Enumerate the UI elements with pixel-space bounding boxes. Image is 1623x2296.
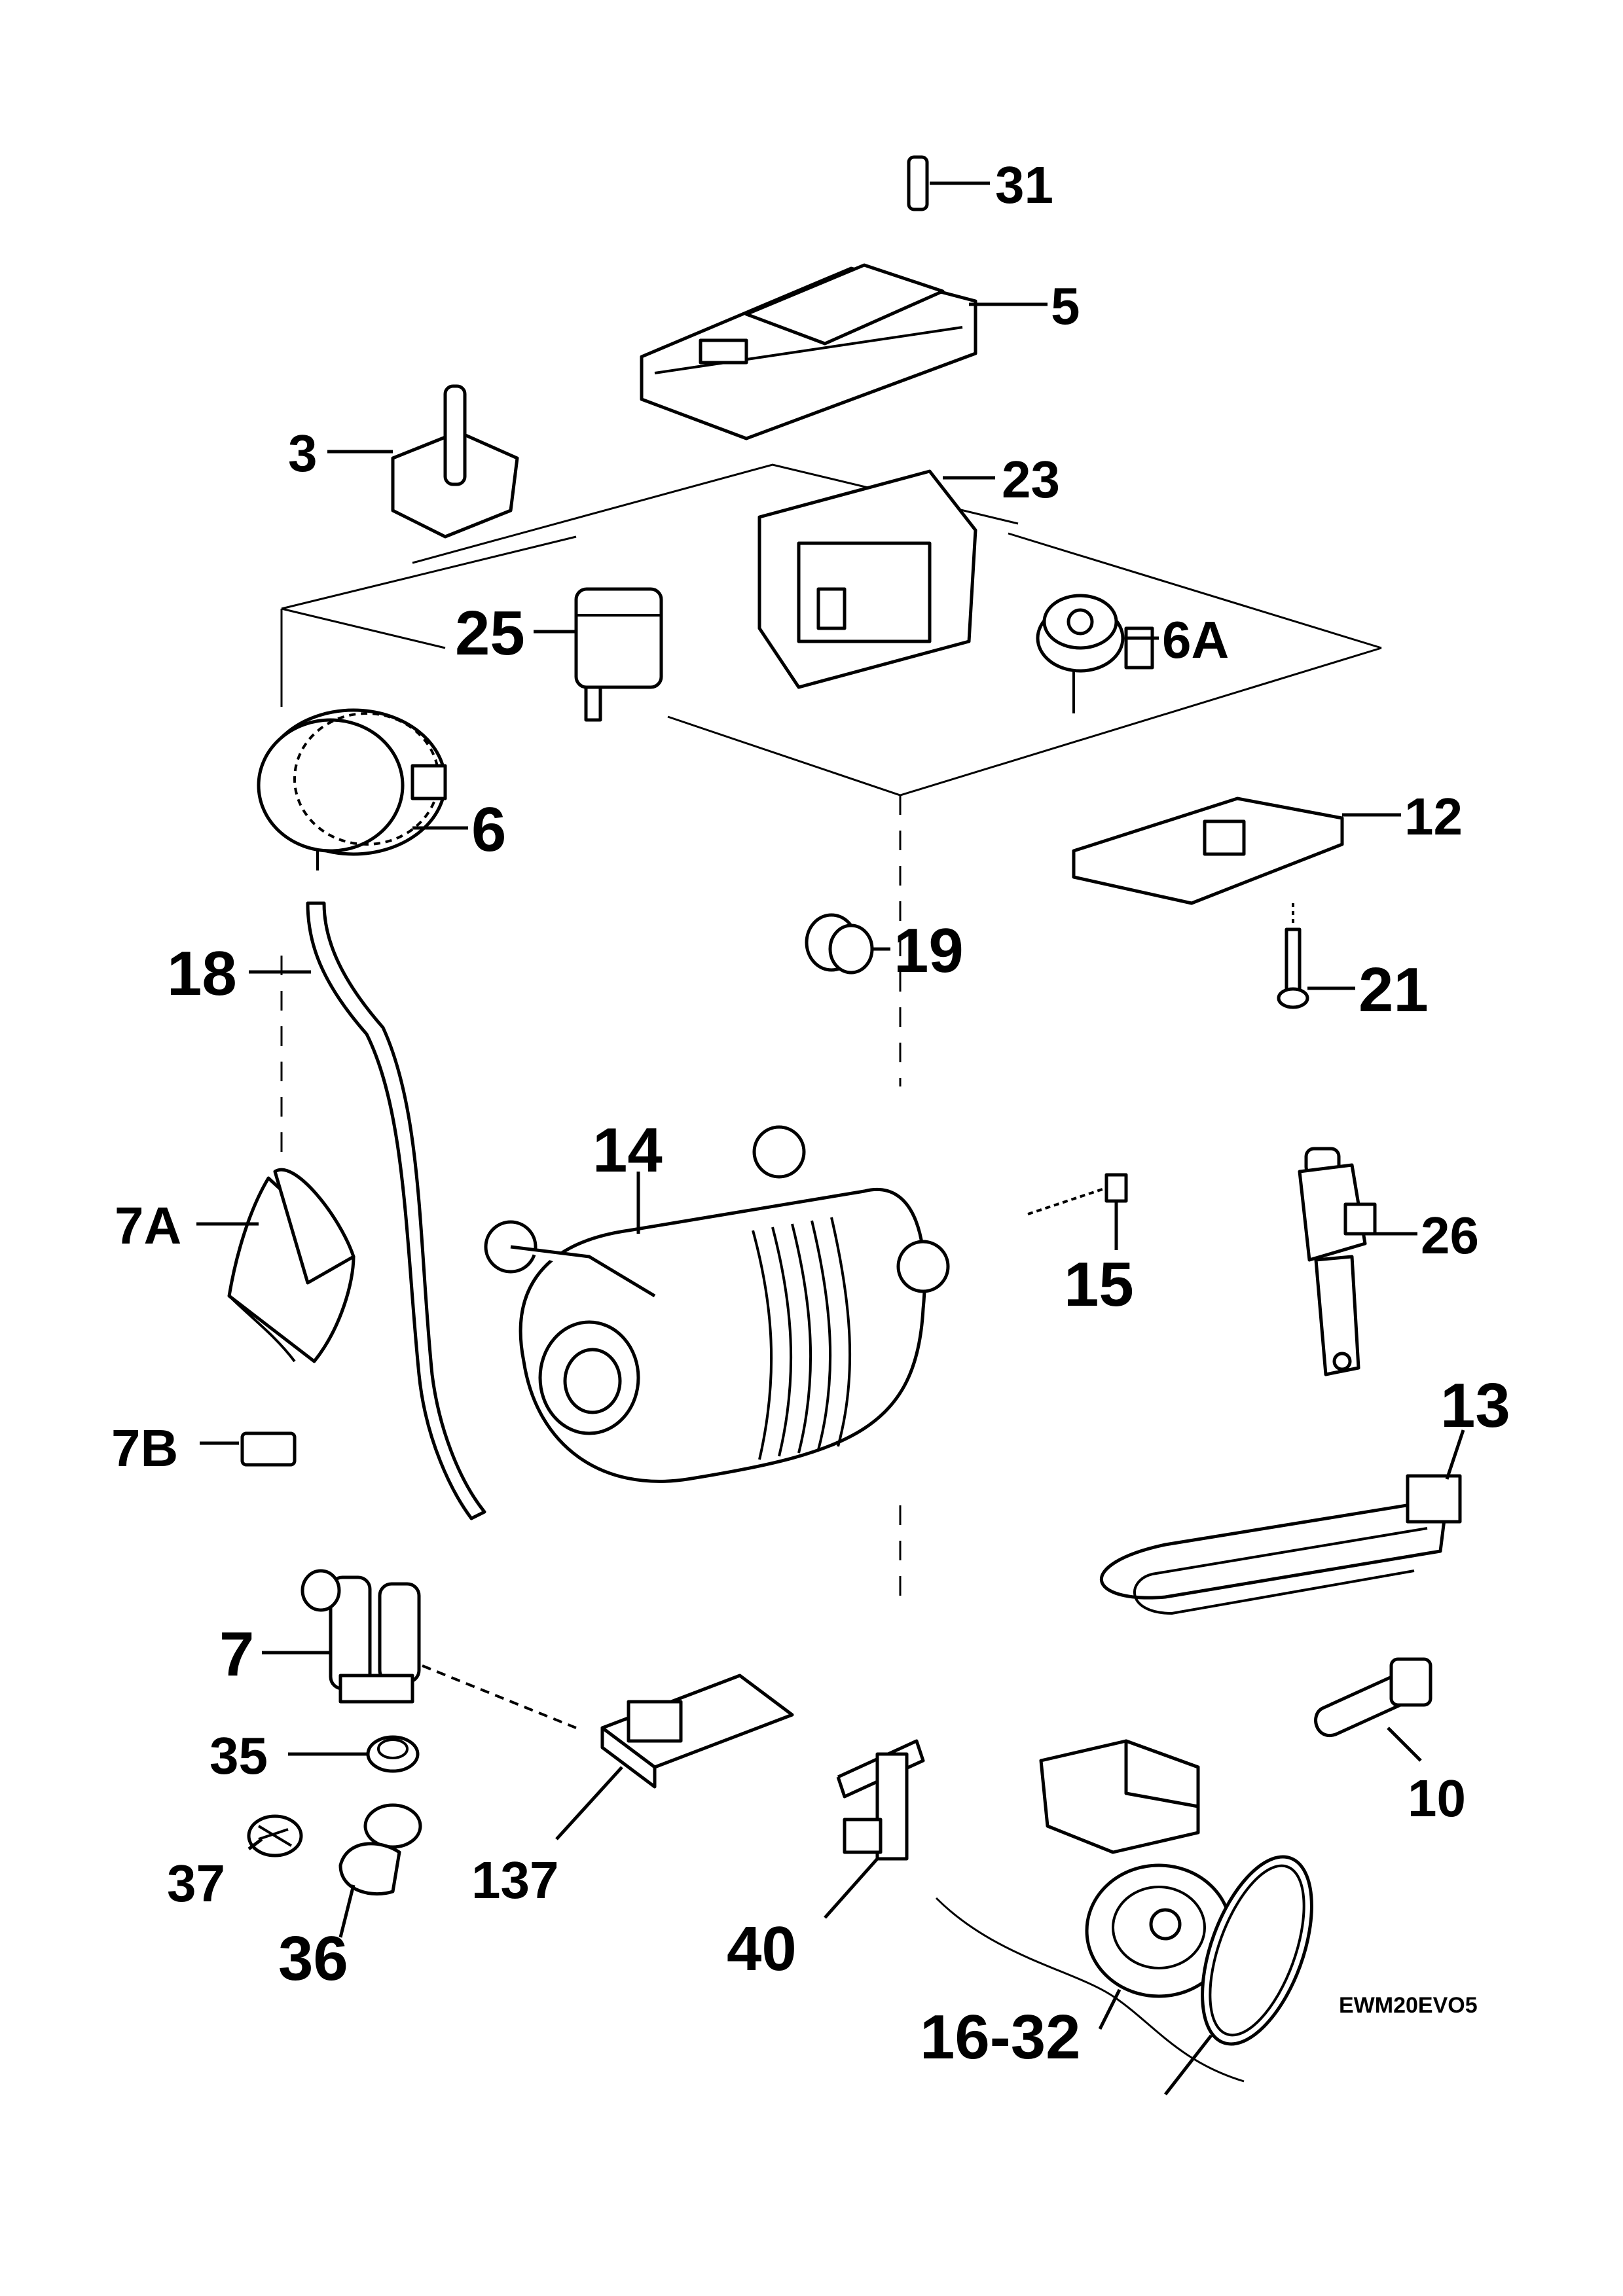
- part-15-bolt[interactable]: [1027, 1173, 1128, 1250]
- label-35: 35: [210, 1727, 268, 1785]
- label-6: 6: [471, 795, 506, 865]
- part-7-inlet-valve[interactable]: [262, 1569, 577, 1729]
- part-26-sensor[interactable]: [1298, 1147, 1417, 1376]
- part-23-electronic-board[interactable]: [757, 469, 995, 689]
- part-36-hose-connector[interactable]: [338, 1803, 422, 1938]
- label-5: 5: [1051, 277, 1080, 335]
- part-19-grommet[interactable]: [805, 913, 890, 975]
- part-18-pressure-hose[interactable]: [249, 901, 486, 1520]
- label-137: 137: [471, 1851, 558, 1909]
- label-7A: 7A: [115, 1196, 181, 1255]
- label-12: 12: [1404, 787, 1463, 846]
- part-5-control-module[interactable]: [640, 263, 1048, 440]
- label-13: 13: [1440, 1371, 1510, 1441]
- label-25: 25: [455, 598, 525, 668]
- part-6-programme-selector[interactable]: [257, 708, 468, 870]
- label-3: 3: [288, 424, 318, 482]
- part-14-motor[interactable]: [484, 1125, 950, 1483]
- label-7: 7: [219, 1619, 254, 1689]
- label-37: 37: [167, 1854, 225, 1912]
- label-40: 40: [727, 1914, 797, 1984]
- part-21-screw[interactable]: [1277, 903, 1355, 1009]
- label-15: 15: [1064, 1249, 1134, 1319]
- label-14: 14: [593, 1115, 663, 1185]
- label-23: 23: [1002, 450, 1060, 509]
- label-36: 36: [278, 1924, 348, 1994]
- label-10: 10: [1408, 1769, 1466, 1827]
- label-6A: 6A: [1162, 611, 1229, 669]
- label-21: 21: [1359, 955, 1429, 1025]
- part-40-connector[interactable]: [824, 1739, 925, 1919]
- part-labels: 31 5 3 23 25 6A 6 12 18 19 21 14 15 7A 2…: [111, 156, 1510, 2072]
- part-37-mesh-filter[interactable]: [247, 1814, 303, 1857]
- part-6A-timer[interactable]: [1036, 594, 1159, 713]
- label-31: 31: [995, 156, 1053, 214]
- label-26: 26: [1421, 1206, 1479, 1265]
- part-16-32-drain-pump[interactable]: [1039, 1739, 1334, 2096]
- diagram-code: EWM20EVO5: [1339, 1993, 1478, 2018]
- part-7B-clip[interactable]: [200, 1431, 297, 1467]
- part-13-heating-element[interactable]: [1099, 1429, 1465, 1615]
- label-7B: 7B: [111, 1419, 178, 1477]
- part-35-ring[interactable]: [288, 1735, 420, 1773]
- part-31-pin[interactable]: [907, 155, 990, 211]
- part-12-door-lock[interactable]: [1072, 797, 1401, 905]
- part-25-relay[interactable]: [534, 587, 663, 722]
- label-16-32: 16-32: [920, 2002, 1081, 2072]
- part-10-ntc-probe[interactable]: [1314, 1657, 1432, 1762]
- label-18: 18: [167, 939, 237, 1009]
- label-19: 19: [894, 916, 964, 986]
- part-137-filter[interactable]: [555, 1674, 794, 1840]
- part-3-selector-switch[interactable]: [327, 384, 519, 539]
- part-7A-cover[interactable]: [196, 1168, 356, 1363]
